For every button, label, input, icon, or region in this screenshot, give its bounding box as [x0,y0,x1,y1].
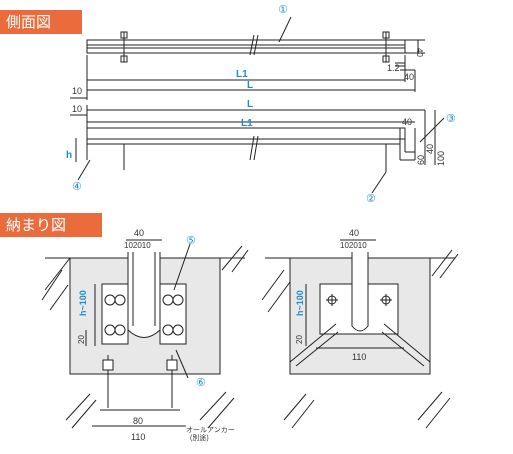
side-view-top [70,16,425,100]
label-L1-bottom: L1 [241,118,253,129]
dim-bar-height-40: 40 [415,48,424,57]
dim-102010-left: 102010 [124,241,151,250]
bar-outline [86,39,406,54]
side-view-bottom [70,105,445,194]
dim-110-left: 110 [131,432,145,442]
dim-40-lower: 40 [402,117,412,127]
callout-3: ③ [446,113,456,125]
installation-right [261,239,459,429]
dim-10-bottom: 10 [72,104,82,114]
callout-5: ⑤ [186,235,196,247]
section-tag-side-view: 側面図 [0,10,82,34]
dim-40-install-right: 40 [349,228,359,238]
dim-80: 80 [133,416,143,426]
anchor-note-line1: オールアンカー [186,426,235,434]
callout-4: ④ [72,181,82,193]
callout-6: ⑥ [196,377,206,389]
callout-2: ② [366,193,376,205]
callout-1: ① [278,4,288,16]
label-L-top: L [247,80,253,91]
dim-102010-right: 102010 [340,241,367,250]
label-h-side: h [66,150,72,161]
label-h100-left: h~100 [78,290,88,316]
section-tag-installation: 納まり図 [0,213,102,237]
installation-left [41,239,249,429]
label-L1-top: L1 [236,69,248,80]
dim-100: 100 [436,151,446,166]
dim-10-top: 10 [72,86,82,96]
dim-60: 60 [416,155,426,165]
label-h100-right: h~100 [295,290,305,316]
label-L-bottom: L [247,99,253,110]
dim-1-2: 1.2 [387,63,400,73]
anchor-note-line2: (別途) [190,433,209,442]
dim-40-vertical: 40 [425,144,435,154]
dim-40-install-left: 40 [134,228,144,238]
dim-20-right: 20 [295,335,304,344]
dim-20-left: 20 [77,335,86,344]
dim-40-side: 40 [404,72,414,82]
dim-110-right: 110 [352,352,366,362]
